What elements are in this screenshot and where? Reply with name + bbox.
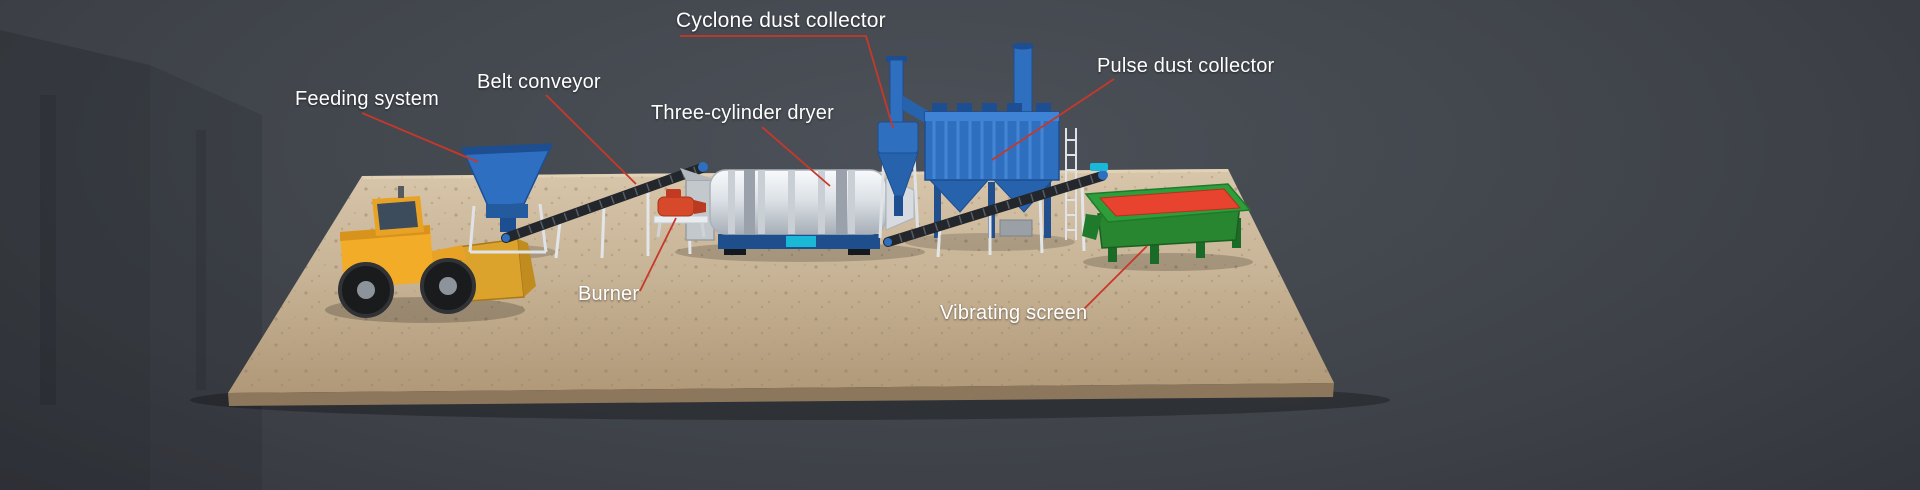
leader-lines	[361, 35, 1148, 311]
belt-conveyor-1	[501, 162, 708, 259]
burner-machine	[653, 189, 709, 238]
leader-belt-conveyor	[545, 94, 637, 185]
leader-feeding-system	[361, 112, 479, 163]
three-cylinder-dryer-machine	[680, 168, 915, 255]
background-silhouette	[0, 30, 262, 490]
leader-vibrating-screen	[1082, 245, 1148, 311]
leader-burner	[639, 217, 677, 292]
vibrating-screen-machine	[1082, 183, 1252, 264]
feeding-hopper	[460, 143, 554, 254]
leader-three-cylinder-dryer	[761, 126, 831, 187]
leader-pulse-dust-collector	[991, 78, 1115, 161]
belt-conveyor-2	[883, 163, 1108, 258]
cyclone-dust-collector-machine	[877, 56, 930, 239]
leader-cyclone-dust-collector	[680, 35, 894, 129]
wheel-loader	[338, 186, 536, 318]
